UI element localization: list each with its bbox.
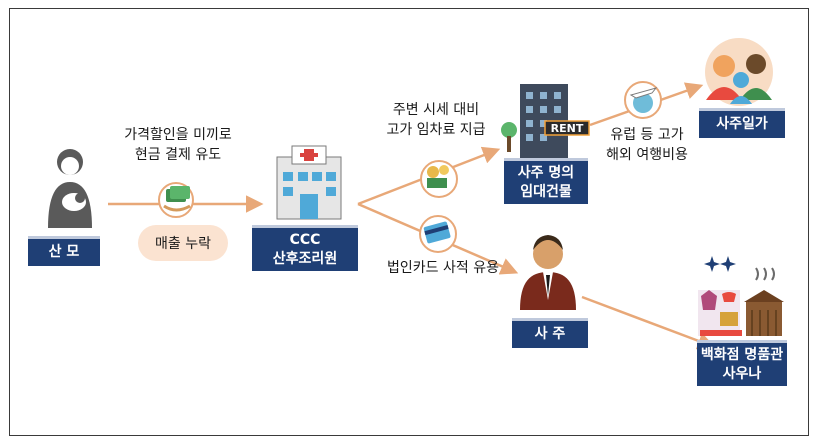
rent-payment-label: 주변 시세 대비 고가 임차료 지급	[386, 102, 486, 138]
hospital-icon	[276, 145, 342, 220]
owner-family-box: 사주일가	[699, 108, 785, 138]
mother-icon	[48, 149, 92, 228]
postpartum-center-box: CCC 산후조리원	[252, 225, 358, 271]
sales-omission-pill: 매출 누락	[138, 225, 228, 261]
travel-cost-label: 유럽 등 고가 해외 여행비용	[606, 127, 688, 163]
sales-omission-label: 매출 누락	[155, 236, 211, 252]
family-icon	[705, 38, 773, 106]
diagram-frame	[9, 8, 809, 436]
cash-icon	[158, 182, 194, 218]
money-bag-icon	[420, 160, 458, 198]
rent-sign-text: RENT	[551, 122, 584, 135]
rental-building-box: 사주 명의 임대건물	[504, 158, 588, 204]
credit-card-icon	[419, 215, 457, 253]
card-misuse-label: 법인카드 사적 유용	[387, 260, 499, 276]
rent-building-icon: RENT	[501, 84, 590, 162]
shopping-sauna-icon	[698, 256, 784, 336]
luxury-shopping-sauna-box: 백화점 명품관 사우나	[697, 340, 787, 386]
mother-box: 산 모	[28, 236, 100, 266]
connector-owner-to-shopping	[581, 295, 716, 350]
businessman-icon	[520, 235, 576, 310]
owner-box: 사 주	[512, 318, 588, 348]
airplane-globe-icon	[624, 81, 662, 119]
cash-payment-label: 가격할인을 미끼로 현금 결제 유도	[124, 127, 232, 163]
